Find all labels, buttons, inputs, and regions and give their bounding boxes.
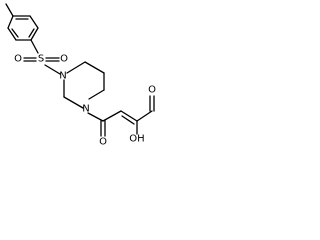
ring-bond bbox=[88, 89, 105, 100]
ring-bond bbox=[84, 61, 105, 74]
piperazine-nitrogen-top-label: N bbox=[59, 71, 66, 82]
piperazine-ring bbox=[63, 61, 105, 109]
alkene-double-bond bbox=[121, 115, 135, 125]
aryl-sulfur-bond bbox=[30, 39, 39, 54]
alkene-bond bbox=[120, 110, 138, 122]
sulfur-nitrogen-bond bbox=[44, 64, 61, 75]
ring-double-bond bbox=[11, 28, 19, 38]
ring-bond bbox=[7, 27, 17, 41]
ring-bond bbox=[66, 61, 86, 74]
carbonyl-oxygen-label: O bbox=[99, 137, 107, 148]
chain-bond bbox=[102, 110, 122, 122]
ring-bond bbox=[30, 27, 39, 41]
sulfur-label: S bbox=[38, 54, 44, 65]
hydroxyl-label: OH bbox=[129, 134, 144, 145]
acid-oxygen-label: O bbox=[148, 85, 156, 96]
ring-bond bbox=[7, 15, 14, 29]
ring-bond bbox=[63, 96, 84, 109]
toluene-ring bbox=[7, 15, 39, 41]
ring-bond bbox=[29, 15, 39, 29]
chemical-structure: S O O N N O OH O bbox=[5, 3, 156, 148]
methyl-bond bbox=[5, 3, 14, 17]
sulfonyl-oxygen-right-label: O bbox=[60, 54, 68, 65]
piperazine-nitrogen-bottom-label: N bbox=[82, 104, 89, 115]
sulfonyl-oxygen-left-label: O bbox=[14, 54, 22, 65]
nitrogen-carbonyl-bond bbox=[87, 112, 104, 122]
chain-bond bbox=[136, 110, 153, 122]
ring-double-bond bbox=[28, 28, 35, 38]
